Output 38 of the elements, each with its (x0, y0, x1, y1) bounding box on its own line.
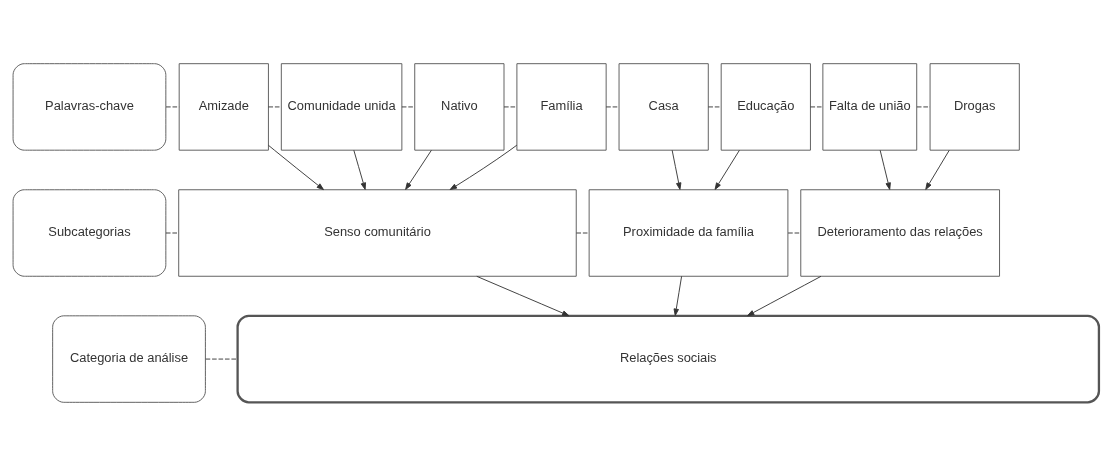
node-box: Deterioramento das relações (800, 189, 1000, 277)
arrow (449, 144, 518, 191)
arrow (714, 149, 740, 190)
arrow (747, 275, 822, 317)
connector (787, 232, 801, 234)
node-box: Amizade (178, 63, 269, 151)
connector (165, 232, 179, 234)
connector (575, 232, 590, 234)
connector (165, 106, 180, 108)
connector (810, 106, 824, 108)
arrow (671, 149, 682, 190)
node-box: Falta de união (822, 63, 918, 151)
arrow (925, 149, 950, 190)
connector (503, 106, 518, 108)
connector (707, 106, 722, 108)
node-box: Nativo (414, 63, 505, 151)
connector (205, 358, 238, 360)
node-box: Educação (720, 63, 811, 151)
node-box: Relações sociais (236, 314, 1101, 404)
arrow (476, 275, 570, 317)
node-box: Família (516, 63, 607, 151)
node-box: Casa (618, 63, 709, 151)
node-box: Proximidade da família (588, 189, 789, 277)
arrow (673, 275, 683, 316)
node-box: Drogas (929, 63, 1020, 151)
node-box: Palavras-chave (12, 63, 167, 151)
node-box: Comunidade unida (280, 63, 403, 151)
arrow (268, 144, 324, 191)
arrow (405, 149, 432, 190)
node-box: Subcategorias (12, 189, 167, 277)
connector (916, 106, 931, 108)
connector (401, 106, 415, 108)
node-box: Categoria de análise (52, 315, 206, 403)
connector (605, 106, 620, 108)
connector (267, 106, 282, 108)
node-box: Senso comunitário (178, 189, 577, 277)
arrow (879, 149, 891, 190)
arrow (353, 149, 366, 190)
